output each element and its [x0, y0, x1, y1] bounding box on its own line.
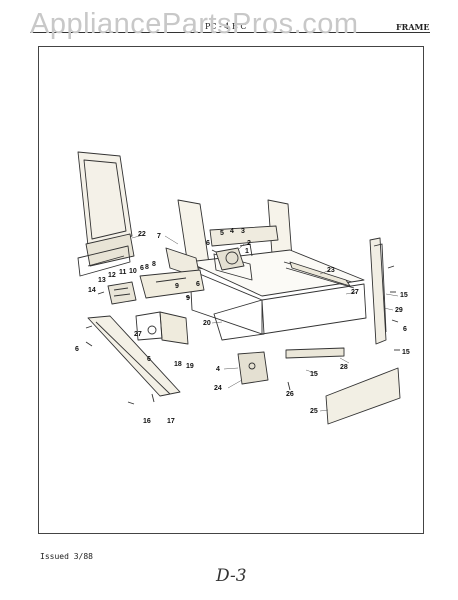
callout-9: 9	[186, 295, 190, 302]
callout-16: 16	[143, 418, 151, 425]
header-model-code: PC - 4 B C	[205, 22, 247, 31]
pump-assembly-part	[215, 243, 253, 271]
callout-labels: 22 7 6 5 4 3 2 1 23 8 8 6 13 12 11 10 14…	[75, 228, 410, 425]
callout-15: 15	[402, 349, 410, 356]
callout-17: 17	[167, 418, 175, 425]
callout-10: 10	[129, 268, 137, 275]
lower-hinge-part	[237, 351, 269, 385]
callout-9: 9	[175, 283, 179, 290]
issued-date: Issued 3/88	[40, 552, 93, 561]
callout-6: 6	[75, 346, 79, 353]
callout-6: 6	[196, 281, 200, 288]
header-rule	[30, 32, 430, 33]
callout-5: 5	[220, 230, 224, 237]
callout-15: 15	[400, 292, 408, 299]
right-channel-part	[369, 237, 387, 345]
callout-8: 8	[152, 261, 156, 268]
header-section-title: FRAME	[396, 22, 430, 32]
callout-6: 6	[206, 240, 210, 247]
diagram-frame	[38, 46, 424, 534]
callout-8: 8	[145, 264, 149, 271]
lower-brace-part	[285, 347, 345, 359]
callout-11: 11	[119, 269, 127, 276]
toe-panel-part	[325, 367, 401, 425]
door-panel-part	[77, 151, 135, 277]
callout-18: 18	[174, 361, 182, 368]
callout-6: 6	[403, 326, 407, 333]
callout-7: 7	[157, 233, 161, 240]
callout-14: 14	[88, 287, 96, 294]
kick-plate-part	[87, 315, 181, 397]
hinge-cluster-part	[107, 281, 137, 305]
callout-15: 15	[310, 371, 318, 378]
callout-12: 12	[108, 272, 116, 279]
callout-4: 4	[216, 366, 220, 373]
callout-23: 23	[327, 267, 335, 274]
callout-27: 27	[351, 289, 359, 296]
page-number: D-3	[216, 566, 247, 586]
callout-6: 6	[147, 356, 151, 363]
callout-13: 13	[98, 277, 106, 284]
callout-29: 29	[395, 307, 403, 314]
callout-20: 20	[203, 320, 211, 327]
callout-22: 22	[138, 231, 146, 238]
callout-27: 27	[134, 331, 142, 338]
base-pan-part	[213, 299, 265, 341]
callout-24: 24	[214, 385, 222, 392]
callout-3: 3	[241, 228, 245, 235]
callout-1: 1	[245, 248, 249, 255]
watermark-text: AppliancePartsPros.com	[30, 8, 359, 40]
screw-fasteners	[85, 249, 400, 405]
callout-2: 2	[247, 240, 251, 247]
control-panel-part	[135, 311, 189, 345]
callout-6: 6	[140, 265, 144, 272]
main-frame-part	[165, 199, 367, 335]
callout-28: 28	[340, 364, 348, 371]
left-bracket-part	[139, 269, 205, 299]
callout-19: 19	[186, 363, 194, 370]
callout-25: 25	[310, 408, 318, 415]
callout-4: 4	[230, 228, 234, 235]
callout-26: 26	[286, 391, 294, 398]
